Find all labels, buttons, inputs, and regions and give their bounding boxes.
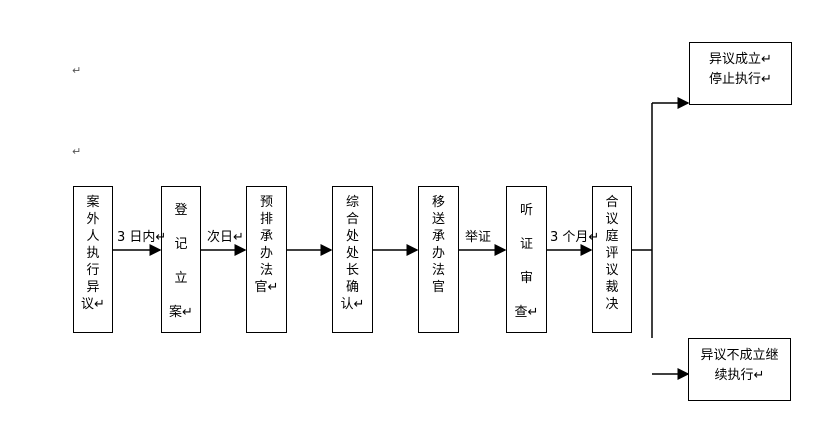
edge-label-evidence: 举证	[465, 230, 492, 245]
paragraph-mark: ↵	[72, 145, 82, 158]
node-transfer-judge: 移 送 承 办 法 官	[418, 186, 459, 333]
node-label: 异议不成立继 续执行↵	[700, 348, 779, 383]
node-label: 综 合 处 处 长 确 认↵	[340, 195, 365, 312]
node-label: 登 记 立 案↵	[169, 203, 193, 320]
node-objection-upheld: 异议成立↵ 停止执行↵	[689, 42, 792, 105]
node-collegial-ruling: 合 议 庭 评 议 裁 决	[592, 186, 632, 333]
node-register-case: 登 记 立 案↵	[161, 186, 201, 333]
node-label: 异议成立↵ 停止执行↵	[709, 52, 772, 87]
node-objection-rejected: 异议不成立继 续执行↵	[688, 338, 791, 401]
edge-label-three-months: 3 个月↵	[550, 230, 600, 245]
node-label: 听 证 审 查↵	[514, 203, 539, 320]
edge-label-within-3-days: 3 日内↵	[117, 230, 167, 245]
paragraph-mark: ↵	[72, 64, 82, 77]
node-label: 移 送 承 办 法 官	[431, 195, 445, 295]
node-label: 合 议 庭 评 议 裁 决	[605, 195, 619, 312]
node-label: 预 排 承 办 法 官↵	[254, 195, 279, 295]
node-case-outsider-objection: 案 外 人 执 行 异 议↵	[73, 186, 113, 333]
node-hearing-review: 听 证 审 查↵	[506, 186, 547, 333]
node-label: 案 外 人 执 行 异 议↵	[81, 195, 105, 312]
edge-label-next-day: 次日↵	[207, 230, 244, 245]
node-director-confirm: 综 合 处 处 长 确 认↵	[332, 186, 373, 333]
node-assign-judge: 预 排 承 办 法 官↵	[246, 186, 287, 333]
